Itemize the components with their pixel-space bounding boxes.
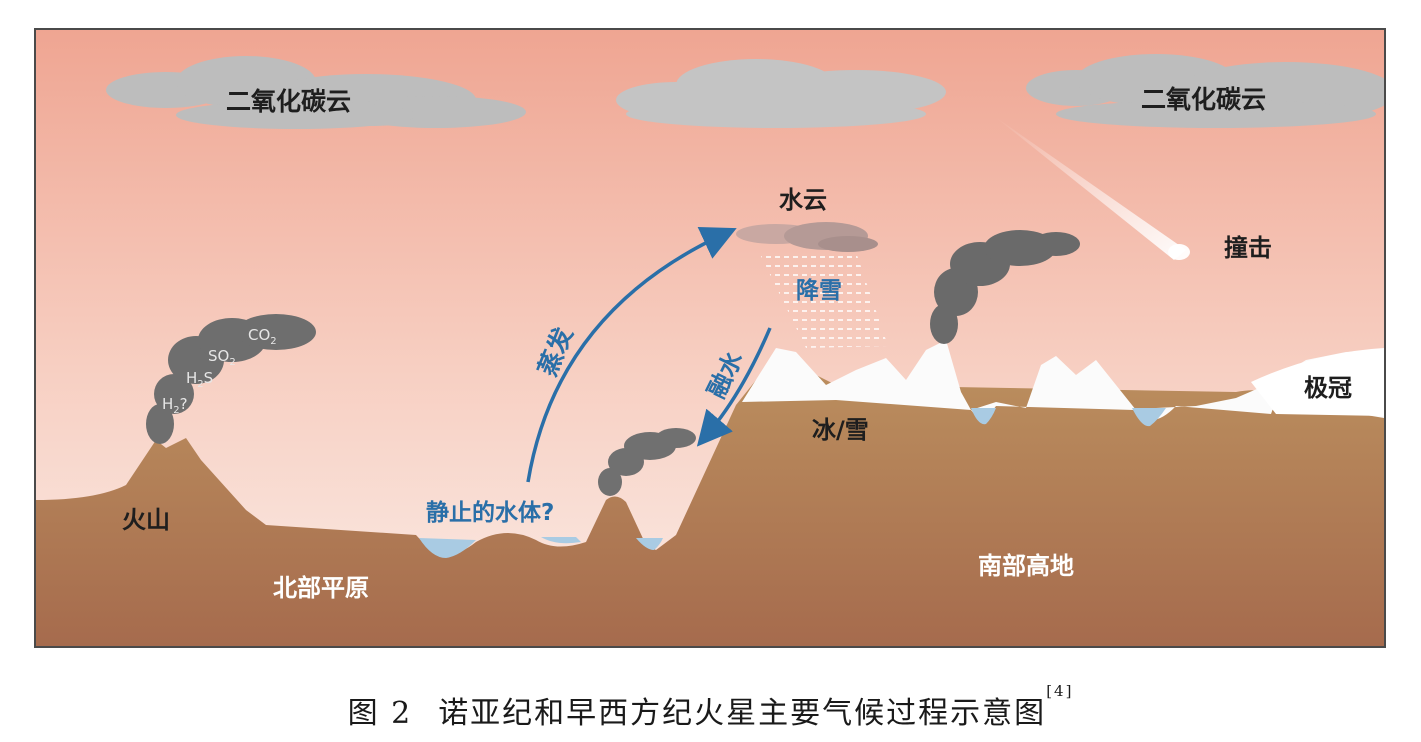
ice-snow-label: 冰/雪 <box>812 416 869 444</box>
co2-cloud-right <box>1026 54 1384 128</box>
figure-caption: 图 2 诺亚纪和早西方纪火星主要气候过程示意图[4] <box>0 682 1421 732</box>
snowfall-label: 降雪 <box>796 278 842 304</box>
svg-text:H2S: H2S <box>186 369 213 390</box>
standing-water-label: 静止的水体? <box>426 499 554 526</box>
volcanic-gases: CO2 SO2 H2S H2? <box>162 326 277 416</box>
co2-cloud-left-label: 二氧化碳云 <box>226 87 351 116</box>
figure-number: 图 2 <box>347 696 413 731</box>
svg-text:CO2: CO2 <box>248 326 277 347</box>
northern-plains-label: 北部平原 <box>273 574 369 602</box>
snowfall-area <box>758 250 888 348</box>
svg-text:H2?: H2? <box>162 395 188 416</box>
evaporation-arrow <box>526 226 737 483</box>
melting-arrow <box>696 327 772 447</box>
caption-reference: [4] <box>1046 682 1074 700</box>
volcano-smoke-right <box>930 230 1080 344</box>
co2-cloud-middle <box>616 59 946 128</box>
climate-diagram: CO2 SO2 H2S H2? 二氧化碳云 二氧化碳云 水云 撞击 降雪 蒸发 … <box>34 28 1386 648</box>
standing-water <box>419 408 1166 558</box>
water-cloud-icon <box>736 222 878 252</box>
caption-text: 诺亚纪和早西方纪火星主要气候过程示意图 <box>438 696 1047 731</box>
ground-terrain <box>36 355 1384 646</box>
co2-cloud-right-label: 二氧化碳云 <box>1141 85 1266 114</box>
meteor-icon <box>994 116 1186 260</box>
co2-cloud-left <box>106 56 526 129</box>
volcano-smoke-middle <box>598 428 696 496</box>
impact-label: 撞击 <box>1224 234 1272 262</box>
volcano-smoke-left <box>146 314 316 444</box>
polar-cap <box>1251 348 1384 416</box>
volcano-label: 火山 <box>122 506 170 534</box>
southern-highlands-label: 南部高地 <box>978 552 1074 580</box>
ice-snow-cover <box>742 340 1384 421</box>
svg-text:SO2: SO2 <box>208 347 236 368</box>
water-cloud-label: 水云 <box>779 186 827 214</box>
polar-cap-label: 极冠 <box>1304 374 1352 402</box>
